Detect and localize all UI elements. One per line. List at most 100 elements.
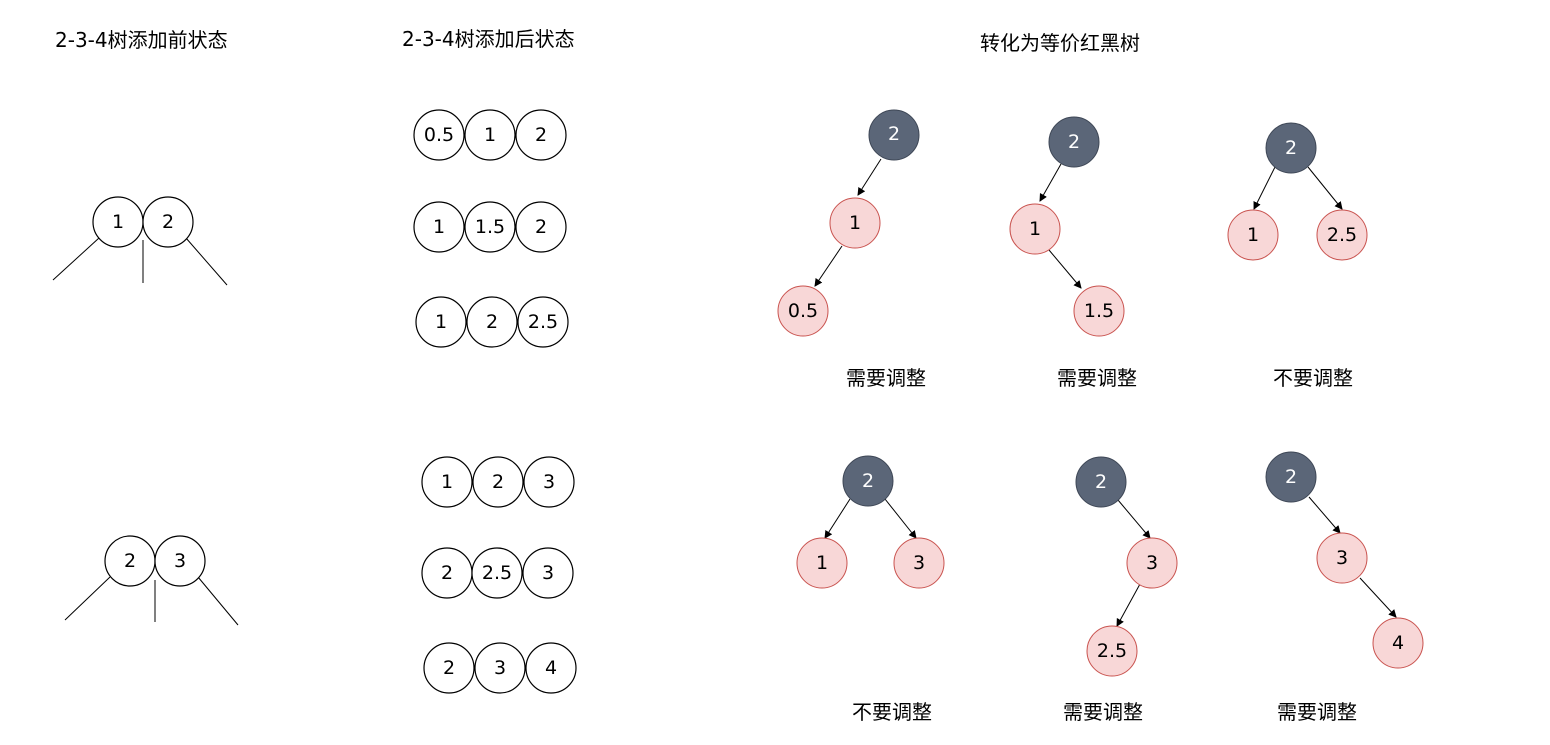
rb-tree-2: 2 1 1.5 需要调整 (1009, 116, 1137, 390)
red-node (1316, 532, 1368, 584)
key-label: 2.5 (482, 562, 512, 584)
rb-tree-3: 2 1 2.5 不要调整 (1227, 122, 1368, 390)
adjust-label: 不要调整 (1273, 366, 1353, 390)
node-value: 3 (1336, 547, 1348, 569)
before-tree-1: 1 2 (52, 196, 228, 286)
child-link (197, 576, 239, 626)
title-before: 2-3-4树添加前状态 (55, 28, 228, 52)
after-node-5: 2 2.5 3 (421, 547, 574, 599)
key-label: 2 (492, 471, 504, 493)
black-node (1265, 122, 1317, 174)
key-node (142, 196, 194, 248)
black-node (868, 109, 920, 161)
red-node (893, 537, 945, 589)
edge-arrow (1359, 577, 1397, 618)
before-tree-2: 2 3 (64, 535, 239, 626)
key-label: 2 (162, 211, 174, 233)
key-node (421, 456, 473, 508)
key-label: 1 (112, 211, 124, 233)
node-value: 2.5 (1327, 224, 1357, 246)
rb-tree-1: 2 1 0.5 需要调整 (777, 109, 926, 390)
edge-arrow (1116, 583, 1141, 627)
red-node (1073, 285, 1125, 337)
red-node (1086, 625, 1138, 677)
after-node-6: 2 3 4 (423, 642, 577, 694)
edge-arrow (824, 498, 851, 539)
key-label: 1 (441, 471, 453, 493)
key-node (515, 109, 567, 161)
node-value: 3 (1146, 552, 1158, 574)
key-node (525, 642, 577, 694)
red-node (829, 197, 881, 249)
after-node-4: 1 2 3 (421, 456, 575, 508)
node-value: 2 (888, 123, 900, 145)
key-label: 2 (443, 657, 455, 679)
title-after: 2-3-4树添加后状态 (402, 27, 575, 51)
edge-arrow (857, 158, 882, 196)
red-node (1372, 617, 1424, 669)
key-label: 1.5 (475, 216, 505, 238)
edge-arrow (1307, 166, 1343, 210)
key-node (523, 456, 575, 508)
after-node-1: 0.5 1 2 (413, 109, 567, 161)
rb-tree-6: 2 3 4 需要调整 (1265, 451, 1424, 724)
red-node (1227, 209, 1279, 261)
red-node (1316, 209, 1368, 261)
node-value: 1 (1247, 224, 1259, 246)
key-node (515, 201, 567, 253)
adjust-label: 需要调整 (1057, 366, 1137, 390)
key-label: 2 (486, 311, 498, 333)
red-node (1126, 537, 1178, 589)
adjust-label: 不要调整 (852, 700, 932, 724)
node-value: 4 (1392, 632, 1404, 654)
edge-arrow (814, 245, 843, 287)
node-value: 2 (1095, 471, 1107, 493)
rb-tree-5: 2 3 2.5 需要调整 (1063, 456, 1178, 724)
edge-arrow (884, 498, 917, 539)
node-value: 0.5 (788, 300, 818, 322)
key-node (517, 296, 569, 348)
node-value: 2 (1285, 137, 1297, 159)
node-value: 1 (1029, 218, 1041, 240)
edge-arrow (1308, 496, 1341, 534)
edge-arrow (1048, 249, 1082, 289)
key-node (415, 296, 467, 348)
edge-arrow (1039, 163, 1062, 202)
key-label: 3 (174, 550, 186, 572)
black-node (1048, 116, 1100, 168)
adjust-label: 需要调整 (1277, 700, 1357, 724)
key-node (464, 109, 516, 161)
black-node (1075, 456, 1127, 508)
key-node (466, 296, 518, 348)
key-node (522, 547, 574, 599)
key-node (464, 201, 516, 253)
key-label: 2 (535, 124, 547, 146)
key-node (413, 109, 465, 161)
key-label: 3 (494, 657, 506, 679)
key-label: 3 (543, 471, 555, 493)
node-value: 2 (862, 470, 874, 492)
edge-arrow (1253, 166, 1276, 210)
key-label: 4 (545, 657, 557, 679)
node-value: 3 (913, 552, 925, 574)
node-value: 2 (1285, 466, 1297, 488)
red-node (1009, 203, 1061, 255)
key-label: 2.5 (528, 311, 558, 333)
edge-arrow (1117, 499, 1151, 539)
black-node (1265, 451, 1317, 503)
child-link (185, 237, 228, 286)
key-node (413, 201, 465, 253)
after-node-2: 1 1.5 2 (413, 201, 567, 253)
key-label: 1 (435, 311, 447, 333)
key-node (471, 547, 523, 599)
adjust-label: 需要调整 (1063, 700, 1143, 724)
adjust-label: 需要调整 (846, 366, 926, 390)
child-link (52, 237, 100, 281)
node-value: 2.5 (1097, 640, 1127, 662)
key-label: 2 (535, 216, 547, 238)
node-value: 1 (816, 552, 828, 574)
key-label: 3 (542, 562, 554, 584)
black-node (842, 455, 894, 507)
key-node (423, 642, 475, 694)
